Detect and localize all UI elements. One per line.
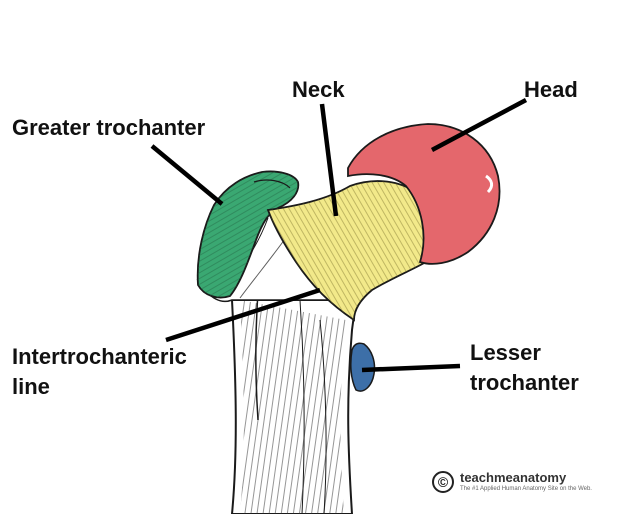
label-intertrochanteric-line-1: Intertrochanteric (12, 344, 187, 369)
watermark-tagline: The #1 Applied Human Anatomy Site on the… (460, 486, 592, 492)
femur-shaft-texture (240, 300, 346, 514)
watermark: © teachmeanatomy The #1 Applied Human An… (432, 470, 612, 500)
label-head: Head (524, 77, 578, 102)
label-intertrochanteric-line: Intertrochanteric line (12, 342, 187, 402)
copyright-icon: © (432, 471, 454, 493)
label-neck: Neck (292, 77, 345, 102)
watermark-name: teachmeanatomy (460, 470, 567, 485)
label-lesser-trochanter: Lesser trochanter (470, 338, 579, 398)
label-lesser-trochanter-2: trochanter (470, 370, 579, 395)
leader-line-intertrochanteric (165, 287, 321, 343)
head-region (347, 123, 501, 265)
label-greater-trochanter: Greater trochanter (12, 115, 206, 140)
label-intertrochanteric-line-2: line (12, 374, 50, 399)
label-lesser-trochanter-1: Lesser (470, 340, 541, 365)
leader-line-lesser-trochanter (361, 363, 461, 373)
leader-line-neck (319, 103, 339, 217)
lesser-trochanter-region (350, 342, 376, 392)
leader-line-head (430, 98, 528, 152)
leader-line-greater-trochanter (150, 144, 224, 206)
